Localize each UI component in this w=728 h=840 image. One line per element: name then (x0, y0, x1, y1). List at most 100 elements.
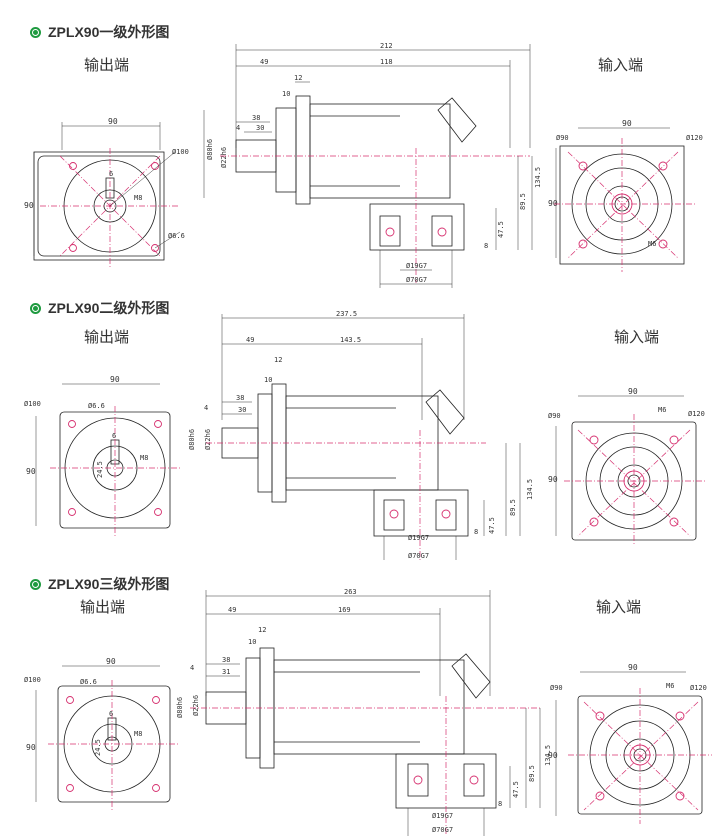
dim-hub-dia: Ø22h6 (220, 147, 228, 168)
dim-10: 10 (248, 638, 256, 646)
dim-134: 134.5 (526, 479, 534, 500)
bullet-icon (30, 26, 41, 38)
dim-dia90: Ø90 (556, 134, 569, 142)
dim-pcd: Ø100 (24, 676, 41, 684)
dim-dia120: Ø120 (690, 684, 707, 692)
dim-dia120: Ø120 (686, 134, 703, 142)
dim-38: 38 (252, 114, 260, 122)
dim-12: 12 (274, 356, 282, 364)
dim-49: 49 (260, 58, 268, 66)
output-end-label: 输出端 (84, 328, 130, 346)
dim-total: 212 (380, 42, 393, 50)
dim-89: 89.5 (528, 765, 536, 782)
input-end-label: 输入端 (598, 56, 644, 74)
output-flange-view: 90 90 Ø100 Ø6.6 6 M8 24.5 (24, 657, 180, 812)
dim-47: 47.5 (488, 517, 496, 534)
section-title-text: ZPLX90一级外形图 (48, 24, 170, 40)
dim-thread: M6 (666, 682, 674, 690)
dim-12: 12 (294, 74, 302, 82)
dim-bore-small: Ø19G7 (406, 262, 427, 270)
dim-169: 169 (338, 606, 351, 614)
dim-8: 8 (474, 528, 478, 536)
dim-38: 38 (222, 656, 230, 664)
dim-height: 90 (548, 751, 558, 760)
section-title: ZPLX90二级外形图 (30, 300, 169, 316)
dim-hub-dia: Ø22h6 (204, 429, 212, 450)
dim-89: 89.5 (519, 193, 527, 210)
dim-shaft-dia: Ø80h6 (188, 429, 196, 450)
dim-8: 8 (484, 242, 488, 250)
dim-shaft-h: 24.5 (96, 461, 104, 478)
dim-8: 8 (498, 800, 502, 808)
output-end-label: 输出端 (84, 56, 130, 74)
dim-key: 6 (112, 432, 116, 440)
dim-49: 49 (228, 606, 236, 614)
side-view: 237.5 49 143.5 12 10 38 4 30 Ø80h6 Ø22h6… (188, 310, 534, 560)
dim-pcd: Ø100 (172, 148, 189, 156)
dim-key: 6 (109, 170, 113, 178)
output-flange-view: 90 90 Ø100 6 M8 Ø6.6 (24, 117, 189, 268)
dim-38: 38 (236, 394, 244, 402)
dim-10: 10 (264, 376, 272, 384)
dim-shaft-dia: Ø80h6 (206, 139, 214, 160)
dim-height: 90 (26, 467, 36, 476)
section-stage-1: ZPLX90一级外形图 输出端 输入端 90 90 Ø100 6 M8 Ø6.6… (0, 8, 728, 288)
dim-width: 90 (106, 657, 116, 666)
dim-118: 118 (380, 58, 393, 66)
dim-4: 4 (190, 664, 194, 672)
dim-total: 237.5 (336, 310, 357, 318)
dim-height: 90 (24, 201, 34, 210)
bullet-icon (30, 302, 41, 314)
dim-10: 10 (282, 90, 290, 98)
dim-12: 12 (258, 626, 266, 634)
bullet-icon (30, 578, 41, 590)
dim-shaft-h: 24.5 (94, 739, 102, 756)
section-stage-2: ZPLX90二级外形图 输出端 输入端 90 90 Ø100 Ø6.6 6 M8… (0, 284, 728, 564)
dim-shaft-dia: Ø80h6 (176, 697, 184, 718)
section-title: ZPLX90一级外形图 (30, 24, 169, 40)
section-stage-3: ZPLX90三级外形图 输出端 输入端 90 90 Ø100 Ø6.6 6 M8… (0, 560, 728, 840)
output-flange-view: 90 90 Ø100 Ø6.6 6 M8 24.5 (24, 375, 180, 536)
dim-134: 134.5 (534, 167, 542, 188)
dim-bore-large: Ø70G7 (408, 552, 429, 560)
dim-dia90: Ø90 (550, 684, 563, 692)
side-view: 212 49 118 12 10 38 4 30 Ø80h6 Ø22h6 Ø19… (203, 42, 542, 288)
dim-bore-large: Ø70G7 (406, 276, 427, 284)
dim-30: 30 (238, 406, 246, 414)
dim-31: 31 (222, 668, 230, 676)
dim-key: 6 (109, 710, 113, 718)
dim-height: 90 (548, 475, 558, 484)
dim-width: 90 (628, 387, 638, 396)
dim-thread: M8 (140, 454, 148, 462)
dim-dia90: Ø90 (548, 412, 561, 420)
dim-49: 49 (246, 336, 254, 344)
dim-width: 90 (108, 117, 118, 126)
dim-hub-dia: Ø22h6 (192, 695, 200, 716)
dim-hole: Ø6.6 (80, 678, 97, 686)
dim-143: 143.5 (340, 336, 361, 344)
output-end-label: 输出端 (80, 598, 126, 616)
dim-bore-small: Ø19G7 (432, 812, 453, 820)
input-end-label: 输入端 (596, 598, 642, 616)
dim-total: 263 (344, 588, 357, 596)
dim-4: 4 (236, 124, 240, 132)
input-flange-view: 90 90 Ø90 Ø120 M6 (548, 119, 703, 272)
section-title: ZPLX90三级外形图 (30, 576, 169, 592)
dim-width: 90 (628, 663, 638, 672)
dim-width: 90 (110, 375, 120, 384)
dim-thread: M8 (134, 194, 142, 202)
section-title-text: ZPLX90二级外形图 (48, 300, 170, 316)
dim-bore-large: Ø70G7 (432, 826, 453, 834)
dim-hole: Ø6.6 (88, 402, 105, 410)
dim-width: 90 (622, 119, 632, 128)
dim-hole: Ø6.6 (168, 232, 185, 240)
dim-89: 89.5 (509, 499, 517, 516)
dim-pcd: Ø100 (24, 400, 41, 408)
dim-bore-small: Ø19G7 (408, 534, 429, 542)
dim-thread: M6 (658, 406, 666, 414)
dim-4: 4 (204, 404, 208, 412)
dim-134: 134.5 (544, 745, 552, 766)
dim-47: 47.5 (497, 221, 505, 238)
dim-47: 47.5 (512, 781, 520, 798)
section-title-text: ZPLX90三级外形图 (48, 576, 170, 592)
